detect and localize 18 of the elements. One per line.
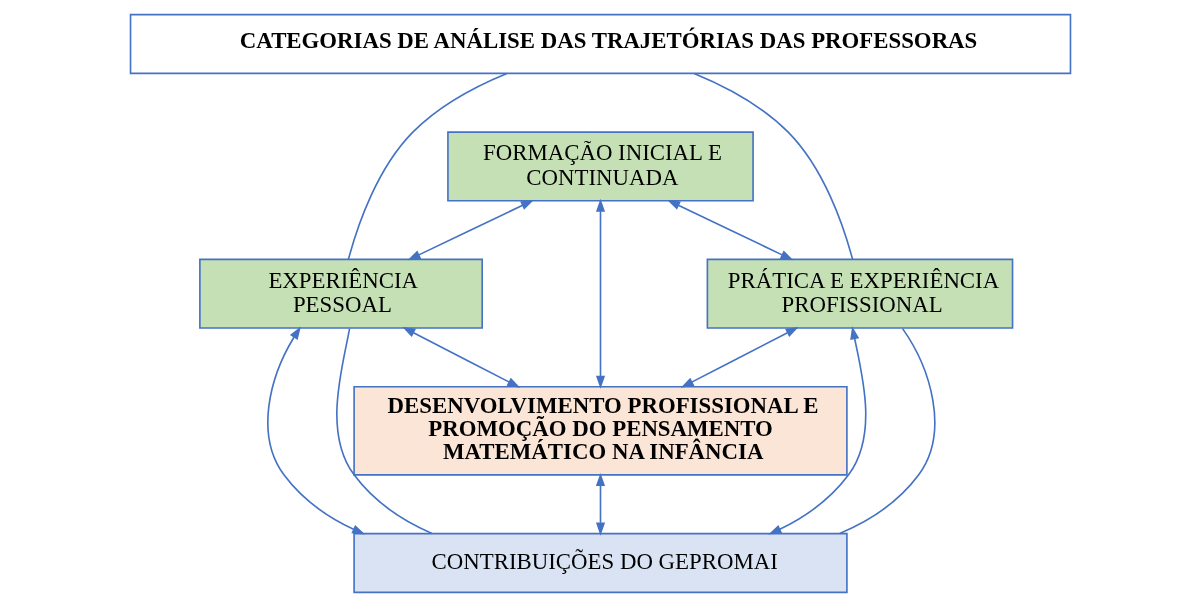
arrow — [595, 472, 605, 536]
arrow — [680, 326, 799, 388]
arrow — [266, 326, 365, 535]
connector — [692, 72, 853, 261]
node-box: DESENVOLVIMENTO PROFISSIONAL E PROMOÇÃO DO PENSAMENTO MATEMÁTICO NA INFÂNCIA — [352, 385, 848, 476]
node-box: CATEGORIAS DE ANÁLISE DAS TRAJETÓRIAS DAS PROFESSORAS — [129, 13, 1071, 75]
node-box: CONTRIBUIÇÕES DO GEPROMAI — [352, 532, 848, 594]
node-box: EXPERIÊNCIA PESSOAL — [198, 258, 483, 329]
arrow — [401, 326, 520, 388]
node-box: PRÁTICA E EXPERIÊNCIA PROFISSIONAL — [706, 258, 1013, 329]
arrow — [767, 326, 866, 535]
arrow — [595, 198, 605, 389]
connector — [347, 72, 508, 261]
connector — [335, 327, 433, 535]
arrow — [407, 199, 534, 261]
connector — [838, 327, 935, 535]
arrow — [666, 199, 793, 261]
node-box: FORMAÇÃO INICIAL E CONTINUADA — [446, 131, 754, 202]
